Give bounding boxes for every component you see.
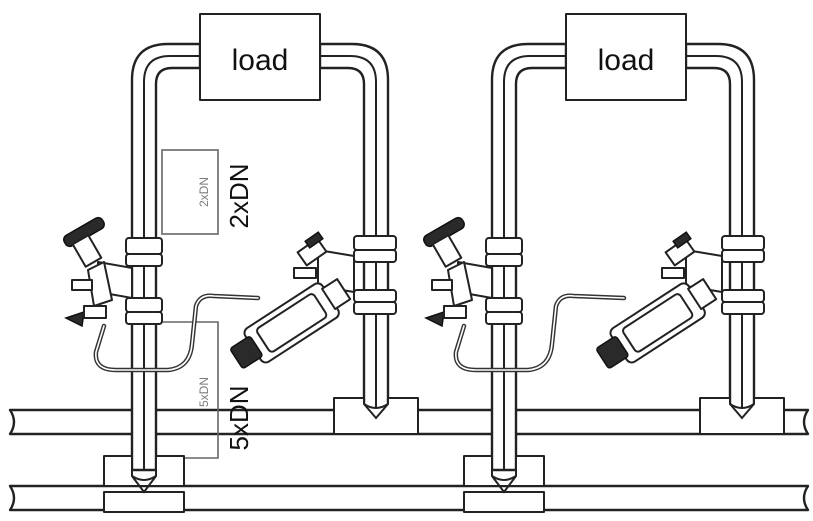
coupling-lower-left-2 bbox=[485, 297, 523, 325]
tee-fitting-supply-right bbox=[699, 397, 785, 435]
load-box-left: load bbox=[199, 13, 321, 101]
dimension-upstream-label: 2xDN bbox=[224, 163, 254, 228]
coupling-lower-right bbox=[353, 289, 397, 315]
return-header-pipe bbox=[8, 484, 810, 512]
coupling-upper-left bbox=[125, 237, 163, 267]
capillary-tube-left bbox=[93, 293, 261, 373]
load-box-right: load bbox=[565, 13, 687, 101]
partner-valve-body-left bbox=[293, 231, 355, 293]
dp-controller-left bbox=[230, 278, 352, 369]
dimension-upstream-inner-label: 2xDN bbox=[197, 177, 211, 207]
tee-fitting-return-right bbox=[463, 455, 545, 513]
capillary-tube-right bbox=[453, 293, 627, 373]
coupling-upper-left-2 bbox=[485, 237, 523, 267]
dimension-upstream: 2xDN 2xDN bbox=[161, 149, 254, 235]
partner-valve-body-right bbox=[661, 231, 723, 293]
circuit-right: load bbox=[423, 13, 785, 513]
load-label-right: load bbox=[598, 44, 655, 77]
balancing-valve-left bbox=[63, 216, 133, 328]
circuit-left: load 2xDN 2xDN 5xDN 5xDN bbox=[63, 13, 419, 513]
dimension-downstream-label: 5xDN bbox=[224, 385, 254, 450]
load-label-left: load bbox=[232, 44, 289, 77]
coupling-lower-right-2 bbox=[721, 289, 765, 315]
coupling-lower-left bbox=[125, 297, 163, 325]
balancing-valve-right bbox=[423, 216, 493, 328]
dimension-downstream-inner-label: 5xDN bbox=[197, 377, 211, 407]
dp-controller-right bbox=[596, 278, 718, 369]
coupling-upper-right bbox=[353, 235, 397, 263]
tee-fitting-return-left bbox=[103, 455, 185, 513]
coupling-upper-right-2 bbox=[721, 235, 765, 263]
tee-fitting-supply-left bbox=[333, 397, 419, 435]
dimension-downstream: 5xDN 5xDN bbox=[162, 321, 254, 459]
